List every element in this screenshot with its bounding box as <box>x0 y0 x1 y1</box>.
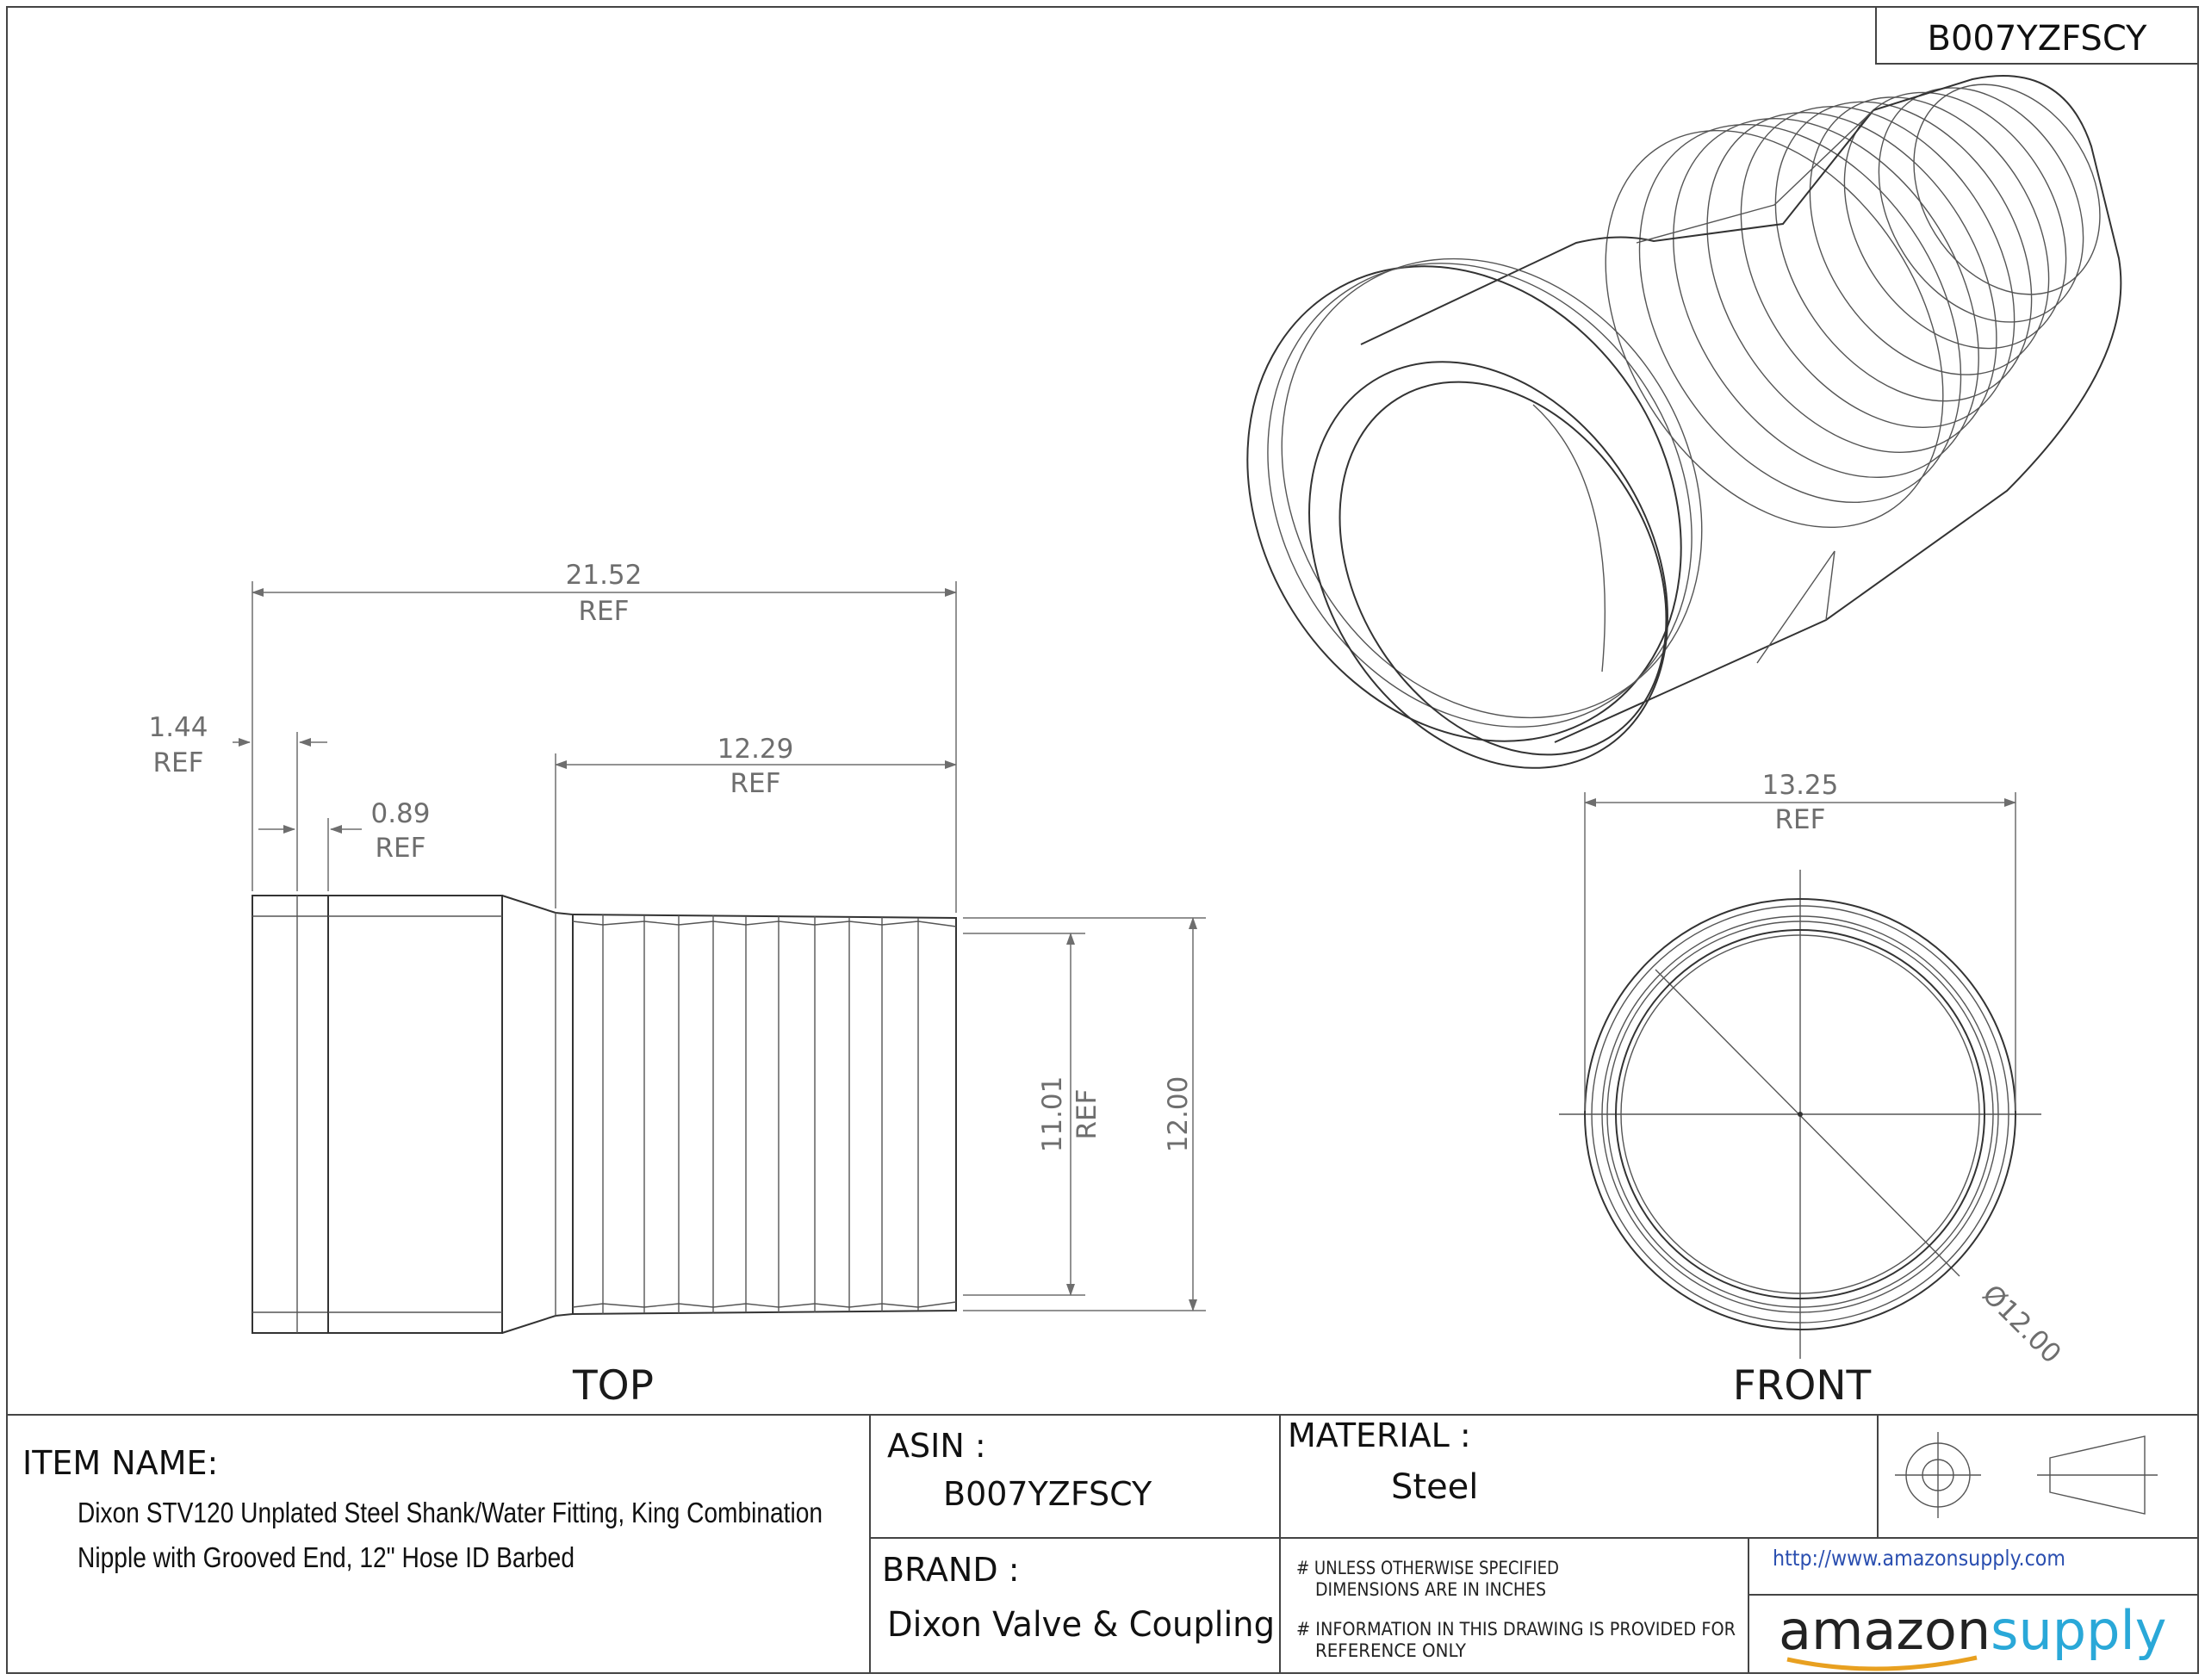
corner-code: B007YZFSCY <box>1928 19 2148 59</box>
note-reference-line1: # INFORMATION IN THIS DRAWING IS PROVIDE… <box>1296 1619 1736 1640</box>
top-view: 21.52 REF 1.44 REF 0.89 REF 12.29 REF 11… <box>148 560 1206 1410</box>
item-name-label: ITEM NAME: <box>22 1444 218 1482</box>
dim-outer-diameter: 12.00 <box>1163 1076 1194 1153</box>
note-units-line1: # UNLESS OTHERWISE SPECIFIED <box>1296 1558 1559 1578</box>
note-units-line2: DIMENSIONS ARE IN INCHES <box>1315 1579 1546 1600</box>
dim-front-width: 13.25 <box>1762 770 1839 801</box>
svg-text:amazonsupply: amazonsupply <box>1779 1599 2166 1662</box>
website-link[interactable]: http://www.amazonsupply.com <box>1773 1546 2065 1571</box>
amazonsupply-logo: amazonsupply <box>1779 1599 2166 1671</box>
item-name-line2: Nipple with Grooved End, 12" Hose ID Bar… <box>78 1541 575 1573</box>
dim-overall-length-ref: REF <box>579 596 630 627</box>
brand-value: Dixon Valve & Coupling <box>887 1605 1275 1645</box>
material-label: MATERIAL : <box>1288 1417 1471 1454</box>
dim-groove-width: 0.89 <box>370 798 430 829</box>
projection-symbol-icon <box>1895 1432 2158 1518</box>
asin-value: B007YZFSCY <box>943 1475 1152 1513</box>
isometric-view <box>1246 75 2122 769</box>
dim-barb-length-ref: REF <box>730 768 781 799</box>
dim-overall-length: 21.52 <box>566 560 643 591</box>
dim-groove-offset-ref: REF <box>153 747 204 778</box>
dim-groove-offset: 1.44 <box>148 712 208 743</box>
material-value: Steel <box>1391 1467 1478 1507</box>
view-label-top: TOP <box>572 1362 654 1410</box>
dim-groove-width-ref: REF <box>376 833 426 864</box>
logo-supply-text: supply <box>1991 1599 2166 1662</box>
view-label-front: FRONT <box>1733 1362 1872 1410</box>
logo-amazon-text: amazon <box>1779 1599 1991 1662</box>
dim-barb-diameter-ref: REF <box>1071 1089 1102 1140</box>
title-block: ITEM NAME: Dixon STV120 Unplated Steel S… <box>7 1414 2198 1673</box>
dim-front-diameter: Ø12.00 <box>1976 1279 2066 1369</box>
sheet-border <box>6 6 2199 1674</box>
corner-code-box: B007YZFSCY <box>1875 6 2199 65</box>
item-name-line1: Dixon STV120 Unplated Steel Shank/Water … <box>78 1497 823 1528</box>
dim-front-width-ref: REF <box>1775 804 1826 835</box>
front-view: 13.25 REF Ø12.00 FRONT <box>1559 770 2067 1410</box>
note-reference-line2: REFERENCE ONLY <box>1315 1640 1466 1661</box>
dim-barb-length: 12.29 <box>717 734 794 765</box>
asin-label: ASIN : <box>887 1427 986 1465</box>
dim-barb-diameter: 11.01 <box>1037 1076 1068 1153</box>
brand-label: BRAND : <box>882 1551 1020 1589</box>
